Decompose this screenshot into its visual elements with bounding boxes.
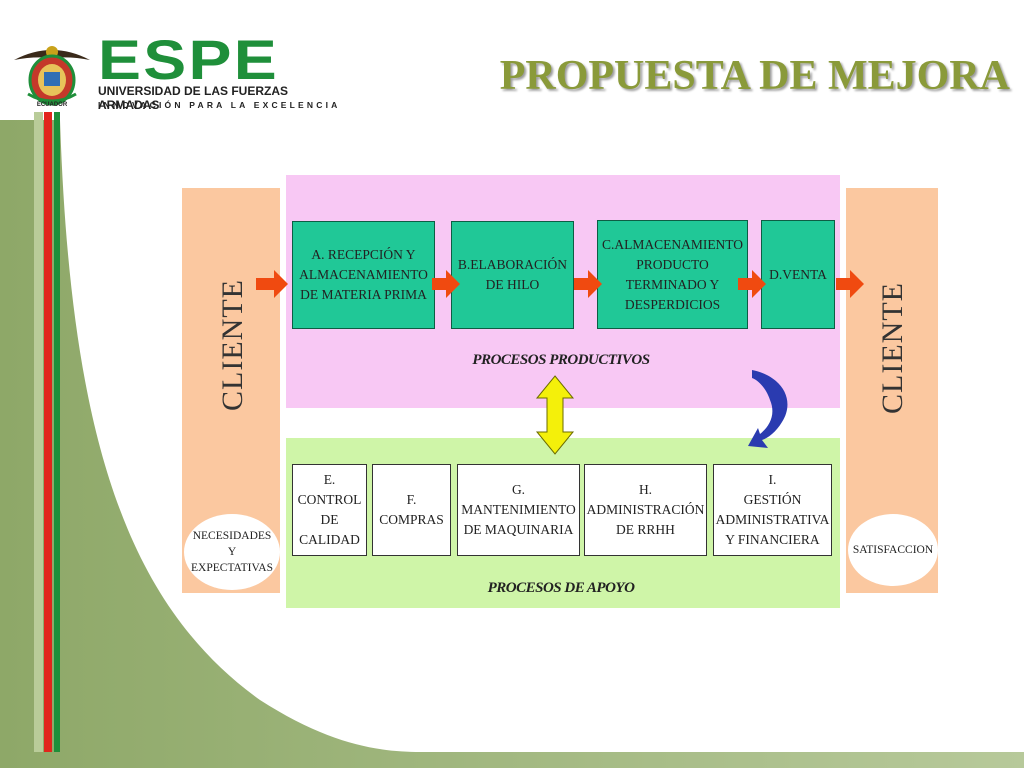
- process-a-reception: A. RECEPCIÓN Y ALMACENAMIENTO DE MATERIA…: [292, 221, 435, 329]
- background-curve: [0, 120, 1024, 768]
- satisfaction-ellipse: SATISFACCION: [848, 514, 938, 586]
- stripe-light: [34, 112, 43, 752]
- process-h-hr-admin: H. ADMINISTRACIÓN DE RRHH: [584, 464, 707, 556]
- process-g-maintenance: G. MANTENIMIENTO DE MAQUINARIA: [457, 464, 580, 556]
- stripe-red: [44, 112, 52, 752]
- client-right-label: CLIENTE: [876, 282, 909, 414]
- process-f-purchasing: F. COMPRAS: [372, 464, 451, 556]
- university-emblem-icon: [10, 38, 94, 110]
- logo-wordmark: ESPE: [98, 28, 280, 91]
- process-i-financial-admin: I. GESTIÓN ADMINISTRATIVA Y FINANCIERA: [713, 464, 832, 556]
- logo-tagline: INNOVACIÓN PARA LA EXCELENCIA: [98, 100, 341, 110]
- support-processes-label: PROCESOS DE APOYO: [487, 580, 635, 596]
- stripe-green: [54, 112, 60, 752]
- process-b-thread-production: B.ELABORACIÓN DE HILO: [451, 221, 574, 329]
- process-c-storage: C.ALMACENAMIENTO PRODUCTO TERMINADO Y DE…: [597, 220, 748, 329]
- page-title: PROPUESTA DE MEJORA: [499, 53, 1010, 99]
- process-d-sales: D.VENTA: [761, 220, 835, 329]
- client-left-label: CLIENTE: [216, 279, 249, 411]
- process-e-quality-control: E. CONTROL DE CALIDAD: [292, 464, 367, 556]
- logo-university-name: UNIVERSIDAD DE LAS FUERZAS ARMADAS: [98, 84, 289, 112]
- logo-country: ECUADOR: [36, 102, 68, 108]
- productive-processes-label: PROCESOS PRODUCTIVOS: [472, 352, 650, 368]
- needs-expectations-ellipse: NECESIDADES Y EXPECTATIVAS: [184, 514, 280, 590]
